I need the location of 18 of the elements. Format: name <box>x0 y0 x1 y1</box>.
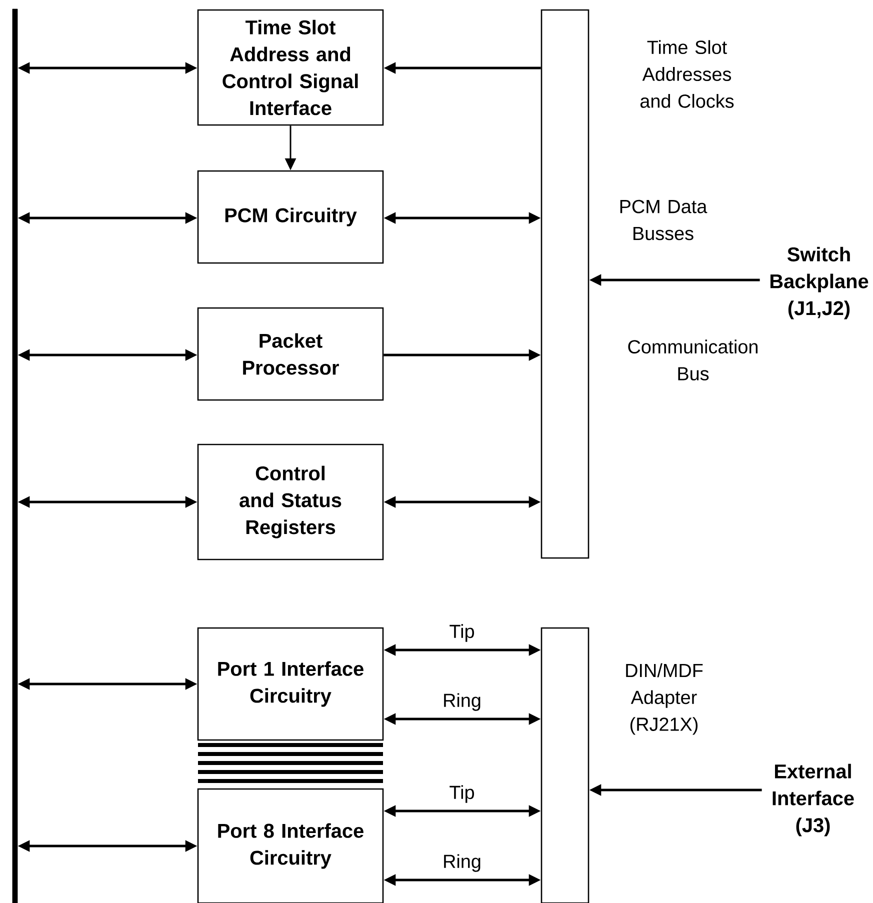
edge-label: Tip <box>448 623 476 643</box>
block-box: Port 8 Interface Circuitry <box>197 788 384 903</box>
bus-label: DIN/MDF Adapter (RJ21X) <box>626 663 703 735</box>
bus-label: PCM Data Busses <box>620 200 708 240</box>
edge-label: Tip <box>448 784 476 804</box>
connector-label: Switch Backplane (J1,J2) <box>770 246 868 320</box>
block-box: Packet Processor <box>197 307 384 401</box>
block-box: Port 1 Interface Circuitry <box>197 627 384 741</box>
block-box: Control and Status Registers <box>197 444 384 560</box>
connector-label: External Interface (J3) <box>772 764 854 836</box>
block-box: PCM Circuitry <box>197 170 384 264</box>
block-box: Time Slot Address and Control Signal Interface <box>197 9 384 126</box>
edge-label: Ring <box>442 692 482 712</box>
bus-label: Communication Bus <box>628 340 758 380</box>
edge-label: Ring <box>442 853 482 873</box>
bus-label: Time Slot Addresses and Clocks <box>640 40 734 108</box>
bus-bar <box>540 9 590 559</box>
bus-bar <box>540 627 590 903</box>
